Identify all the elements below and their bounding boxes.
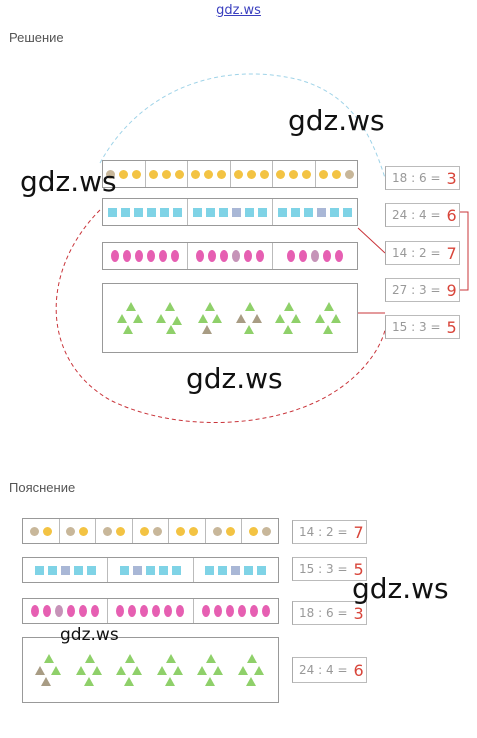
watermark: gdz.ws <box>60 625 119 645</box>
answer: 5 <box>353 559 364 579</box>
solution-dots-row <box>102 160 358 188</box>
explanation-equation-3: 18 : 6 =3 <box>292 601 367 625</box>
solution-equation-5: 15 : 3 =5 <box>385 315 460 339</box>
answer: 5 <box>446 317 457 337</box>
solution-triangles-row <box>102 283 358 353</box>
explanation-dots-row <box>22 518 279 544</box>
explanation-equation-2: 15 : 3 =5 <box>292 557 367 581</box>
bracket-right <box>460 211 469 291</box>
watermark: gdz.ws <box>352 572 449 605</box>
dashed-blue-loop <box>99 73 386 179</box>
site-link[interactable]: gdz.ws <box>216 3 261 18</box>
triangle-group <box>235 302 264 334</box>
triangle-group <box>35 654 63 686</box>
solution-ovals-row <box>102 242 358 270</box>
explanation-equation-4: 24 : 4 =6 <box>292 657 367 683</box>
heading-explanation: Пояснение <box>9 480 76 495</box>
triangle-group <box>156 302 184 334</box>
answer: 9 <box>446 280 457 300</box>
solution-equation-3: 14 : 2 =7 <box>385 241 460 265</box>
explanation-triangles-row <box>22 637 279 703</box>
watermark: gdz.ws <box>20 165 117 198</box>
heading-solution: Решение <box>9 30 64 45</box>
answer: 7 <box>353 522 364 542</box>
triangle-group <box>116 302 145 334</box>
solution-squares-row <box>102 198 358 226</box>
triangle-group <box>75 654 104 686</box>
triangle-group <box>315 302 343 334</box>
triangle-group <box>275 302 303 334</box>
watermark: gdz.ws <box>288 104 385 137</box>
triangle-group <box>196 302 224 334</box>
explanation-equation-1: 14 : 2 =7 <box>292 520 367 544</box>
triangle-group <box>237 654 266 686</box>
answer: 6 <box>353 660 364 680</box>
watermark: gdz.ws <box>186 362 283 395</box>
explanation-ovals-row <box>22 598 279 624</box>
answer: 7 <box>446 243 457 263</box>
solution-equation-4: 27 : 3 =9 <box>385 278 460 302</box>
solution-equation-2: 24 : 4 =6 <box>385 203 460 227</box>
answer: 3 <box>353 603 364 623</box>
dashed-red-loop <box>55 209 386 423</box>
connector-oval-row <box>357 227 386 254</box>
solution-equation-1: 18 : 6 =3 <box>385 166 460 190</box>
triangle-group <box>197 654 225 686</box>
triangle-group <box>156 654 185 686</box>
answer: 3 <box>446 168 457 188</box>
explanation-squares-row <box>22 557 279 583</box>
answer: 6 <box>446 205 457 225</box>
triangle-group <box>116 654 144 686</box>
